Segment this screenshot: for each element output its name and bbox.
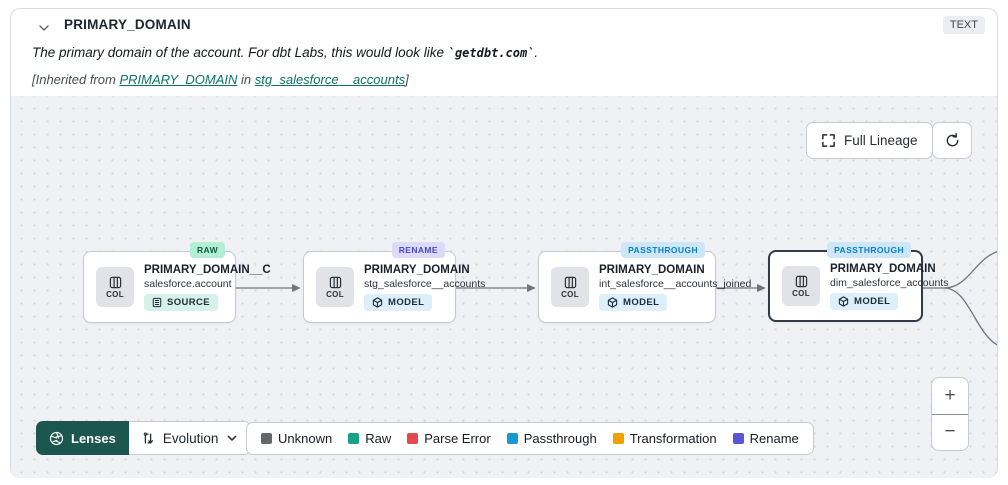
legend-swatch (506, 433, 518, 444)
legend-item-transformation: Transformation (612, 431, 717, 446)
lens-aperture-icon (49, 431, 64, 445)
node-subtitle: int_salesforce__accounts_joined (599, 277, 752, 290)
lineage-node-dim-salesforce-accounts[interactable]: PASSTHROUGH COL PRIMARY_DOMAIN dim_sales… (768, 242, 948, 322)
column-chip: COL (316, 267, 354, 307)
inherited-column-link[interactable]: PRIMARY_DOMAIN (119, 72, 238, 87)
legend-swatch (407, 433, 419, 444)
column-icon (564, 276, 576, 288)
node-subtitle: stg_salesforce__accounts (364, 277, 486, 290)
column-title: PRIMARY_DOMAIN (64, 17, 191, 32)
zoom-controls: + − (931, 377, 969, 451)
lens-select-dropdown[interactable]: Evolution (128, 421, 252, 455)
lenses-control: Lenses Evolution (36, 421, 252, 455)
model-icon (838, 295, 849, 307)
inherited-model-link[interactable]: stg_salesforce__accounts (254, 72, 406, 87)
lineage-canvas[interactable]: Full Lineage RAW COL PRIMARY_DOMAIN__C s… (11, 96, 997, 478)
model-icon (372, 296, 383, 308)
lineage-node-stg-salesforce-accounts[interactable]: RENAME COL PRIMARY_DOMAIN stg_salesforce… (303, 242, 485, 323)
lens-selected-label: Evolution (162, 430, 219, 446)
resource-type-badge: MODEL (364, 293, 433, 311)
column-icon (795, 275, 807, 287)
source-icon (152, 297, 162, 307)
column-icon (109, 276, 121, 288)
lineage-node-int-salesforce-accounts-joined[interactable]: PASSTHROUGH COL PRIMARY_DOMAIN int_sales… (538, 242, 751, 323)
zoom-out-button[interactable]: − (932, 413, 968, 451)
node-title: PRIMARY_DOMAIN (364, 263, 470, 276)
full-lineage-label: Full Lineage (844, 133, 918, 148)
lenses-button[interactable]: Lenses (36, 421, 129, 455)
legend-item-raw: Raw (348, 431, 391, 446)
description-code: `getdbt.com` (447, 46, 535, 60)
resource-type-badge: MODEL (830, 292, 899, 310)
column-icon (329, 276, 341, 288)
zoom-in-button[interactable]: + (944, 384, 956, 406)
legend-swatch (348, 433, 360, 444)
model-icon (607, 296, 618, 308)
column-header: PRIMARY_DOMAIN TEXT The primary domain o… (11, 9, 997, 96)
legend-swatch (261, 433, 272, 444)
column-chip: COL (551, 267, 589, 307)
full-lineage-button[interactable]: Full Lineage (806, 122, 933, 159)
column-lineage-panel: PRIMARY_DOMAIN TEXT The primary domain o… (10, 8, 998, 478)
lineage-node-source-salesforce-account[interactable]: RAW COL PRIMARY_DOMAIN__C salesforce.acc… (83, 242, 271, 323)
legend-item-passthrough: Passthrough (506, 431, 597, 446)
node-title: PRIMARY_DOMAIN (830, 262, 936, 275)
column-type-badge: TEXT (942, 16, 985, 34)
node-subtitle: salesforce.account (144, 277, 232, 290)
status-badge: RAW (189, 242, 225, 258)
column-chip: COL (96, 267, 134, 307)
node-title: PRIMARY_DOMAIN (599, 263, 705, 276)
legend-item-unknown: Unknown (261, 431, 332, 446)
legend-item-parse-error: Parse Error (407, 431, 491, 446)
legend-swatch (732, 433, 744, 444)
node-title: PRIMARY_DOMAIN__C (144, 263, 271, 276)
collapse-chevron-icon[interactable] (37, 21, 51, 35)
status-badge: PASSTHROUGH (827, 242, 911, 258)
refresh-icon (944, 132, 961, 149)
evolution-icon (143, 431, 153, 444)
refresh-button[interactable] (932, 122, 972, 159)
resource-type-badge: MODEL (599, 293, 668, 311)
lens-legend: Unknown Raw Parse Error Passthrough Tran… (246, 422, 814, 455)
legend-item-rename: Rename (732, 431, 799, 446)
chevron-down-icon (228, 435, 237, 441)
expand-icon (821, 133, 836, 148)
node-subtitle: dim_salesforce_accounts (830, 276, 949, 289)
legend-swatch (612, 433, 624, 444)
inherited-from-line: [Inherited from PRIMARY_DOMAIN in stg_sa… (32, 72, 409, 87)
resource-type-badge: SOURCE (144, 293, 219, 311)
column-description: The primary domain of the account. For d… (32, 45, 539, 60)
status-badge: PASSTHROUGH (621, 242, 705, 258)
lenses-label: Lenses (71, 430, 116, 446)
status-badge: RENAME (391, 242, 445, 258)
column-chip: COL (782, 266, 820, 306)
